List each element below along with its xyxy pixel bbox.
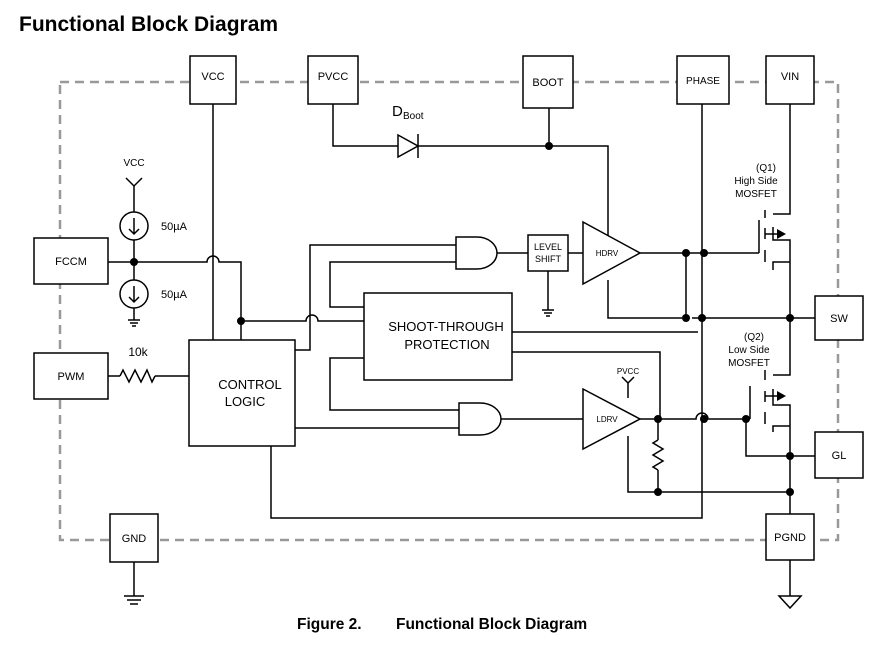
- figure-number: Figure 2.: [297, 616, 362, 633]
- pin-pgnd: PGND: [765, 513, 815, 561]
- pin-pvcc-label: PVCC: [318, 71, 349, 83]
- diagram-heading: Functional Block Diagram: [19, 13, 279, 36]
- pin-pgnd-label: PGND: [774, 532, 806, 544]
- boot-diode: D Boot: [392, 103, 424, 159]
- mosfet-q1-high-side: (Q1) High Side MOSFET: [734, 163, 786, 262]
- pin-vcc-label: VCC: [201, 71, 224, 83]
- q1-label-3: MOSFET: [735, 189, 777, 200]
- diode-label-main: D: [392, 103, 403, 120]
- shoot-through-line1: SHOOT-THROUGH: [388, 319, 504, 334]
- ldrv-label: LDRV: [596, 415, 618, 424]
- pin-fccm: FCCM: [33, 237, 109, 285]
- resistor-label: 10k: [128, 345, 148, 359]
- pin-boot: BOOT: [522, 55, 574, 109]
- pin-pvcc: PVCC: [307, 55, 359, 105]
- control-logic-line1: CONTROL: [218, 377, 282, 392]
- control-logic-line2: LOGIC: [225, 394, 265, 409]
- q2-label-3: MOSFET: [728, 358, 770, 369]
- hdrv-driver: HDRV: [582, 220, 642, 286]
- level-shift-block: LEVEL SHIFT: [527, 234, 569, 272]
- pin-sw: SW: [814, 295, 864, 341]
- junction-dots: [130, 142, 794, 496]
- mosfet-q2-low-side: (Q2) Low Side MOSFET: [728, 332, 786, 424]
- pin-gl-label: GL: [832, 450, 847, 462]
- pvcc-supply-symbol: PVCC: [617, 367, 639, 385]
- resistor-10k: 10k: [119, 345, 156, 384]
- diode-label-sub: Boot: [403, 111, 424, 122]
- pin-pwm: PWM: [33, 352, 109, 400]
- hdrv-label: HDRV: [596, 249, 619, 258]
- level-shift-line2: SHIFT: [535, 254, 562, 264]
- current-source-top: 50µA: [119, 211, 188, 241]
- pin-sw-label: SW: [830, 313, 848, 325]
- vcc-supply-label: VCC: [123, 158, 144, 169]
- pin-gl: GL: [814, 431, 864, 479]
- ground-symbol-current-source: [128, 319, 140, 327]
- ground-symbol-level-shift: [542, 309, 554, 317]
- and-gate-high: [455, 236, 498, 270]
- q1-label-2: High Side: [734, 176, 778, 187]
- pin-boot-label: BOOT: [532, 77, 563, 89]
- pin-pwm-label: PWM: [58, 371, 85, 383]
- current-source-bottom-label: 50µA: [161, 289, 188, 301]
- level-shift-line1: LEVEL: [534, 242, 562, 252]
- pin-vcc: VCC: [189, 55, 237, 105]
- shoot-through-line2: PROTECTION: [404, 337, 489, 352]
- pin-gnd-label: GND: [122, 533, 147, 545]
- control-logic-block: CONTROL LOGIC: [188, 339, 296, 447]
- q1-label-1: (Q1): [756, 163, 776, 174]
- ground-symbol-gnd: [124, 595, 144, 605]
- figure-caption: Functional Block Diagram: [396, 616, 588, 633]
- and-gate-low: [458, 402, 502, 436]
- pin-vin: VIN: [765, 55, 815, 105]
- gate-pulldown-resistor: [651, 439, 665, 471]
- pin-phase-label: PHASE: [686, 76, 720, 87]
- pin-phase: PHASE: [676, 55, 730, 105]
- pvcc-supply-label: PVCC: [617, 367, 639, 376]
- ldrv-driver: LDRV: [582, 387, 642, 451]
- pin-gnd: GND: [109, 513, 159, 563]
- current-source-top-label: 50µA: [161, 221, 188, 233]
- q2-label-1: (Q2): [744, 332, 764, 343]
- current-source-bottom: 50µA: [119, 279, 188, 309]
- q2-label-2: Low Side: [728, 345, 770, 356]
- pin-fccm-label: FCCM: [55, 256, 87, 268]
- vcc-supply-symbol: VCC: [123, 158, 145, 188]
- shoot-through-block: SHOOT-THROUGH PROTECTION: [363, 292, 513, 381]
- ground-symbol-pgnd: [777, 595, 803, 610]
- pin-vin-label: VIN: [781, 71, 799, 83]
